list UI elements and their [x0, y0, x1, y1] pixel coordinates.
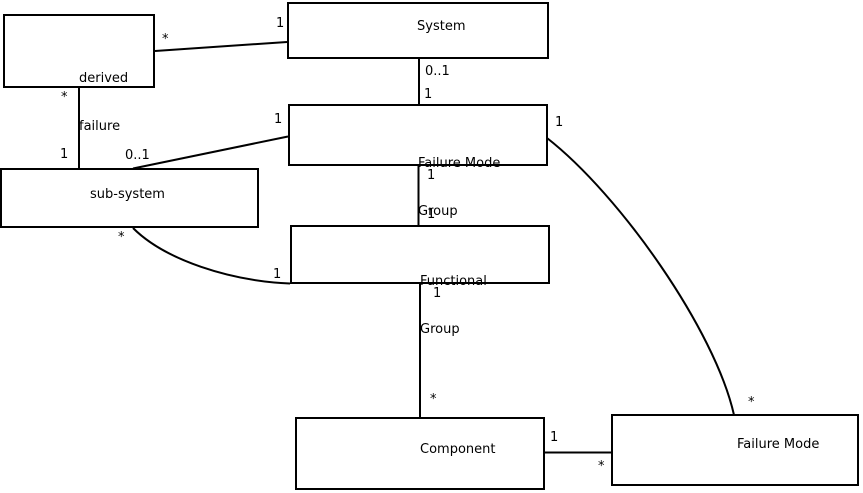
node-failure-mode: Failure Mode — [611, 414, 859, 486]
mult-system-end-of-fmg-assoc: 0..1 — [425, 64, 450, 79]
connector-derived-failure-mode-system — [154, 41, 288, 52]
mult-fmg-end-of-sub-system-assoc: 1 — [274, 112, 283, 127]
mult-component-end-of-functional-group-assoc: * — [430, 392, 437, 407]
mult-failure-mode-end-of-fmg-assoc: * — [748, 395, 755, 410]
mult-failure-mode-end-of-component-assoc: * — [598, 459, 605, 474]
mult-fmg-end-of-failure-mode-assoc: 1 — [555, 115, 564, 130]
mult-derived-failure-mode-end-of-sub-system-assoc: * — [61, 90, 68, 105]
node-failure-mode-group-label: Failure Mode Group — [418, 156, 501, 219]
mult-system-end-of-derived-assoc: 1 — [276, 16, 285, 31]
node-failure-mode-group: Failure Mode Group — [288, 104, 548, 219]
connector-failure-mode-group-sub-system — [132, 135, 289, 170]
node-system-label: System — [417, 19, 466, 34]
connector-failure-mode-group-failure-mode — [546, 137, 735, 416]
connector-sub-system-functional-group — [132, 227, 291, 285]
node-functional-group: Functional Group — [290, 225, 550, 337]
node-component-label: Component — [420, 442, 496, 457]
mult-sub-system-end-of-functional-group-assoc: * — [118, 230, 125, 245]
node-failure-mode-label: Failure Mode — [737, 437, 820, 452]
node-sub-system-label: sub-system — [90, 187, 165, 202]
mult-component-end-of-failure-mode-assoc: 1 — [550, 430, 559, 445]
mult-fmg-end-of-system-assoc: 1 — [424, 87, 433, 102]
node-component: Component — [295, 417, 545, 490]
node-functional-group-label: Functional Group — [420, 274, 487, 337]
mult-sub-system-end-of-derived-assoc: 1 — [60, 147, 69, 162]
node-sub-system: sub-system — [0, 168, 259, 228]
mult-sub-system-end-of-fmg-assoc: 0..1 — [125, 148, 150, 163]
mult-derived-failure-mode-end-of-system-assoc: * — [162, 32, 169, 47]
mult-functional-group-end-of-fmg-assoc: 1 — [427, 207, 436, 222]
node-derived-failure-mode: derived failure mode — [3, 14, 155, 182]
mult-functional-group-end-of-component-assoc: 1 — [433, 286, 442, 301]
mult-fmg-end-of-functional-group-assoc: 1 — [427, 168, 436, 183]
node-system: System — [287, 2, 549, 59]
mult-functional-group-end-of-sub-system-assoc: 1 — [273, 267, 282, 282]
